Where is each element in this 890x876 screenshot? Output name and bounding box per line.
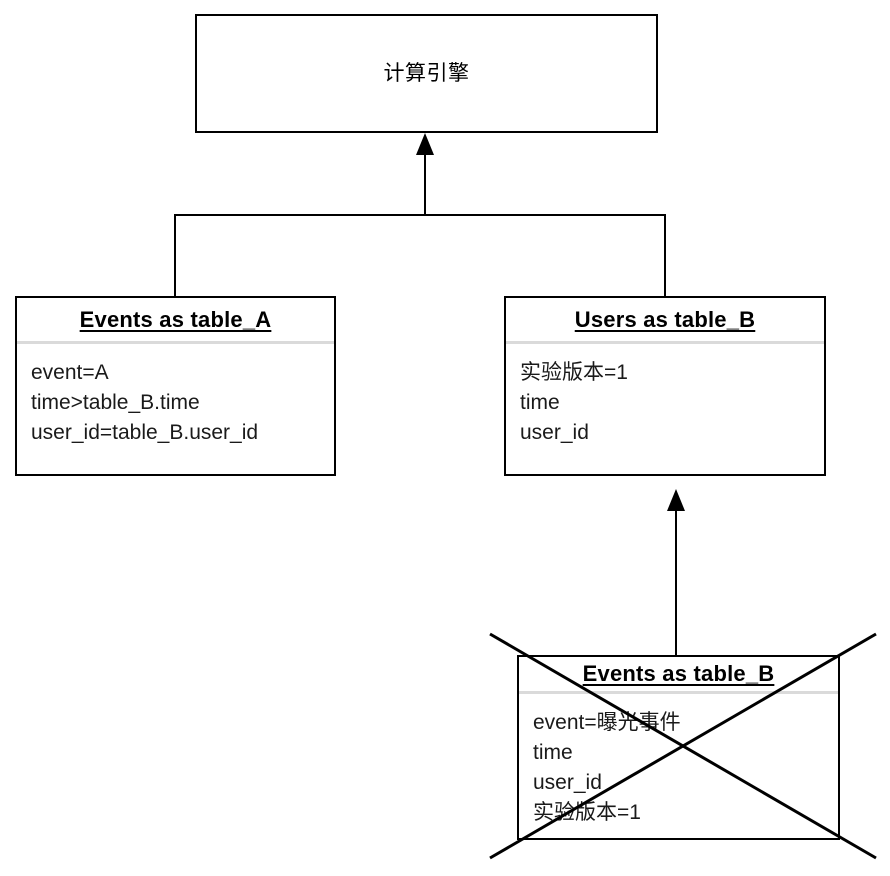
entity-header: Events as table_A — [17, 298, 334, 344]
entity-field-list: event=曝光事件 time user_id 实验版本=1 — [519, 694, 838, 838]
entity-field-list: event=A time>table_B.time user_id=table_… — [17, 344, 334, 474]
entity-header: Users as table_B — [506, 298, 824, 344]
entity-field: user_id=table_B.user_id — [31, 421, 259, 444]
entity-events-as-table-a[interactable]: Events as table_A event=A time>table_B.t… — [15, 296, 336, 476]
entity-events-as-table-b-deprecated[interactable]: Events as table_B event=曝光事件 time user_i… — [517, 655, 840, 840]
entity-field: 实验版本=1 — [533, 801, 641, 824]
events-b-to-users-b-connector — [675, 505, 677, 655]
compute-engine-label: 计算引擎 — [383, 61, 470, 85]
entity-field: time>table_B.time — [31, 391, 200, 414]
entity-title: Users as table_B — [574, 306, 756, 332]
entity-field: 实验版本=1 — [520, 361, 628, 384]
entity-field: time — [520, 391, 560, 414]
branch-horizontal-connector — [174, 214, 666, 216]
entity-field: time — [533, 741, 573, 764]
entity-users-as-table-b[interactable]: Users as table_B 实验版本=1 time user_id — [504, 296, 826, 476]
entity-field: user_id — [533, 771, 602, 794]
entity-header: Events as table_B — [519, 657, 838, 694]
compute-engine-node[interactable]: 计算引擎 — [195, 14, 658, 133]
branch-arrow-up-icon — [416, 133, 434, 155]
branch-right-stem-connector — [664, 215, 666, 297]
entity-field-list: 实验版本=1 time user_id — [506, 344, 824, 474]
entity-field: event=A — [31, 361, 109, 384]
events-b-arrow-up-icon — [667, 489, 685, 511]
entity-field: event=曝光事件 — [533, 711, 681, 734]
branch-riser-connector — [424, 150, 426, 216]
branch-left-stem-connector — [174, 215, 176, 297]
entity-title: Events as table_B — [582, 661, 775, 686]
entity-title: Events as table_A — [79, 306, 272, 332]
entity-field: user_id — [520, 421, 589, 444]
